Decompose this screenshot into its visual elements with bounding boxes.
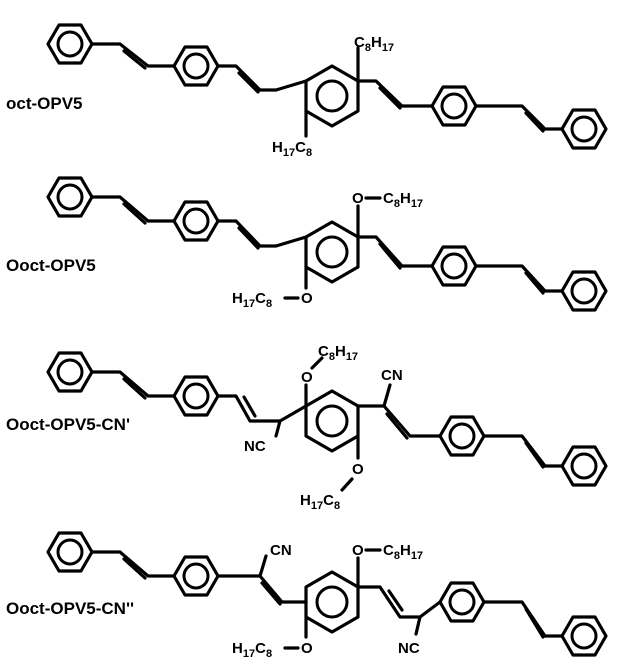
vinylene-bond	[90, 550, 176, 580]
cyano-label: CN	[270, 542, 292, 559]
benzene-ring	[438, 581, 486, 623]
alkoxy-substituent: O C8H17	[352, 542, 423, 589]
vinylene-bond	[216, 219, 278, 250]
benzene-ring	[172, 200, 220, 242]
cyano-vinylene-bond: CN	[356, 367, 442, 440]
molecule-ooct-opv5-cn-prime: NC O C8H17 O H17C8 CN	[6, 343, 608, 512]
oxygen-atom: O	[301, 640, 313, 657]
alkoxy-substituent: O H17C8	[232, 265, 313, 310]
cyano-vinylene-bond: NC	[356, 585, 442, 657]
benzene-ring	[560, 615, 608, 657]
vinylene-bond	[474, 264, 564, 295]
vinylene-bond	[482, 434, 564, 469]
benzene-ring	[46, 531, 94, 573]
benzene-ring	[46, 351, 94, 393]
central-benzene-ring	[274, 220, 360, 284]
benzene-ring	[46, 176, 94, 218]
benzene-ring	[560, 445, 608, 487]
molecule-oct-opv5: C8H17 H17C8 oct-OPV5	[6, 23, 608, 159]
vinylene-bond	[482, 600, 564, 639]
central-benzene-ring	[304, 570, 360, 634]
benzene-ring	[172, 555, 220, 597]
molecule-ooct-opv5-cn-double-prime: CN O C8H17 O H17C8 NC	[6, 531, 608, 660]
octyl-label: C8H17	[318, 343, 358, 363]
alkoxy-substituent: O C8H17	[352, 190, 423, 239]
vinylene-bond	[216, 64, 278, 94]
cyano-vinylene-bond: NC	[216, 394, 308, 455]
benzene-ring	[172, 45, 220, 87]
benzene-ring	[438, 415, 486, 457]
benzene-ring	[172, 375, 220, 417]
vinylene-bond	[474, 104, 564, 133]
benzene-ring	[560, 108, 608, 150]
molecule-ooct-opv5: O C8H17 O H17C8 Ooct-OPV5	[6, 176, 608, 312]
compound-name: Ooct-OPV5-CN'	[6, 415, 130, 434]
cyano-vinylene-bond: CN	[216, 542, 308, 606]
alkoxy-substituent: O C8H17	[301, 343, 358, 408]
central-benzene-ring	[304, 389, 360, 453]
cyano-label: NC	[244, 438, 266, 455]
benzene-ring	[430, 245, 478, 287]
octyl-label: H17C8	[300, 492, 340, 512]
octyl-label: C8H17	[383, 542, 423, 562]
compound-name: Ooct-OPV5	[6, 256, 96, 275]
octyl-label: H17C8	[232, 290, 272, 310]
vinylene-bond	[90, 42, 176, 70]
cyano-label: CN	[381, 367, 403, 384]
octyl-label: C8H17	[354, 34, 394, 54]
benzene-ring	[430, 85, 478, 127]
benzene-ring	[560, 270, 608, 312]
alkyl-substituent: H17C8	[272, 109, 312, 159]
central-benzene-ring	[274, 64, 360, 128]
oxygen-atom: O	[352, 461, 364, 478]
alkyl-substituent: C8H17	[354, 34, 394, 83]
oxygen-atom: O	[352, 190, 364, 207]
vinylene-bond	[90, 195, 176, 225]
octyl-label: C8H17	[383, 190, 423, 210]
octyl-label: H17C8	[272, 139, 312, 159]
oxygen-atom: O	[352, 542, 364, 559]
vinylene-bond	[90, 370, 176, 400]
vinylene-bond	[356, 235, 434, 270]
vinylene-bond	[356, 79, 434, 110]
cyano-label: NC	[398, 640, 420, 657]
oxygen-atom: O	[301, 369, 313, 386]
benzene-ring	[46, 23, 94, 65]
compound-name: Ooct-OPV5-CN''	[6, 599, 134, 618]
octyl-label: H17C8	[232, 640, 272, 660]
alkoxy-substituent: O H17C8	[232, 615, 313, 660]
oxygen-atom: O	[301, 290, 313, 307]
alkoxy-substituent: O H17C8	[300, 434, 364, 512]
compound-name: oct-OPV5	[6, 94, 83, 113]
